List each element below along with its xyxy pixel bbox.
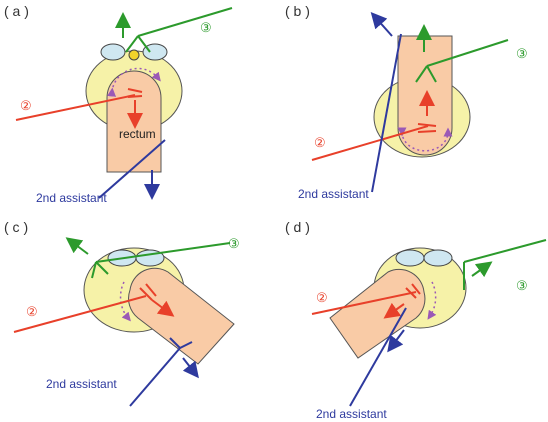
panel-c-rectum	[128, 267, 235, 365]
panel-b-label: ( b )	[285, 3, 310, 19]
panel-b-blue-instrument	[370, 12, 402, 193]
panel-b-red-instrument	[311, 90, 437, 161]
panel-a-leaves	[100, 43, 168, 61]
panel-d-assistant-label: 2nd assistant	[316, 407, 387, 421]
panel-d-blue-instrument	[349, 307, 407, 407]
panel-a-green-label: ③	[200, 20, 212, 35]
panel-d-red-instrument	[311, 283, 421, 319]
panel-a-dissection-arc	[107, 67, 161, 97]
panel-d-leaves	[395, 249, 453, 267]
panel-c-red-label: ②	[26, 304, 38, 319]
panel-d-green-instrument	[463, 239, 547, 290]
panel-b: ( b ) ③ ② 2nd assistant	[285, 3, 528, 201]
panel-c-blue-arrow	[182, 357, 199, 379]
panel-b-red-label: ②	[314, 135, 326, 150]
panel-a-label: ( a )	[4, 3, 29, 19]
panel-a: ( a ) rectum ③ ②	[4, 3, 233, 205]
panel-a-rectum	[106, 70, 162, 173]
panel-c: ( c ) ③ ② 2nd assista	[4, 219, 240, 407]
panel-b-green-label: ③	[516, 46, 528, 61]
panel-a-blue-instrument	[98, 139, 166, 200]
panel-d-red-label: ②	[316, 290, 328, 305]
panel-d-rectum	[329, 268, 426, 359]
panel-d-green-label: ③	[516, 278, 528, 293]
panel-c-green-label: ③	[228, 236, 240, 251]
panel-a-rectum-label: rectum	[119, 127, 156, 141]
panel-c-green-arrow	[65, 237, 89, 255]
panel-b-blue-arrow	[370, 12, 393, 37]
panel-d-red-arrow	[383, 302, 405, 319]
panel-c-green-instrument	[65, 237, 231, 279]
panel-c-assistant-label: 2nd assistant	[46, 377, 117, 391]
panel-d-label: ( d )	[285, 219, 310, 235]
panel-a-red-label: ②	[20, 98, 32, 113]
panel-a-red-instrument	[15, 88, 143, 129]
panel-c-blue-instrument	[129, 337, 199, 407]
panel-b-assistant-label: 2nd assistant	[298, 187, 369, 201]
panel-d-green-arrow	[471, 261, 493, 278]
panel-d: ( d ) ③ ② 2nd assistant	[285, 219, 547, 421]
panel-d-blue-arrow	[387, 329, 405, 353]
panel-b-rectum	[397, 35, 453, 156]
panel-a-assistant-label: 2nd assistant	[36, 191, 107, 205]
panel-c-label: ( c )	[4, 219, 28, 235]
panel-c-red-arrow	[151, 299, 175, 317]
panel-c-red-instrument	[13, 283, 175, 333]
panel-a-green-instrument	[115, 7, 233, 53]
panel-b-green-instrument	[415, 24, 509, 83]
